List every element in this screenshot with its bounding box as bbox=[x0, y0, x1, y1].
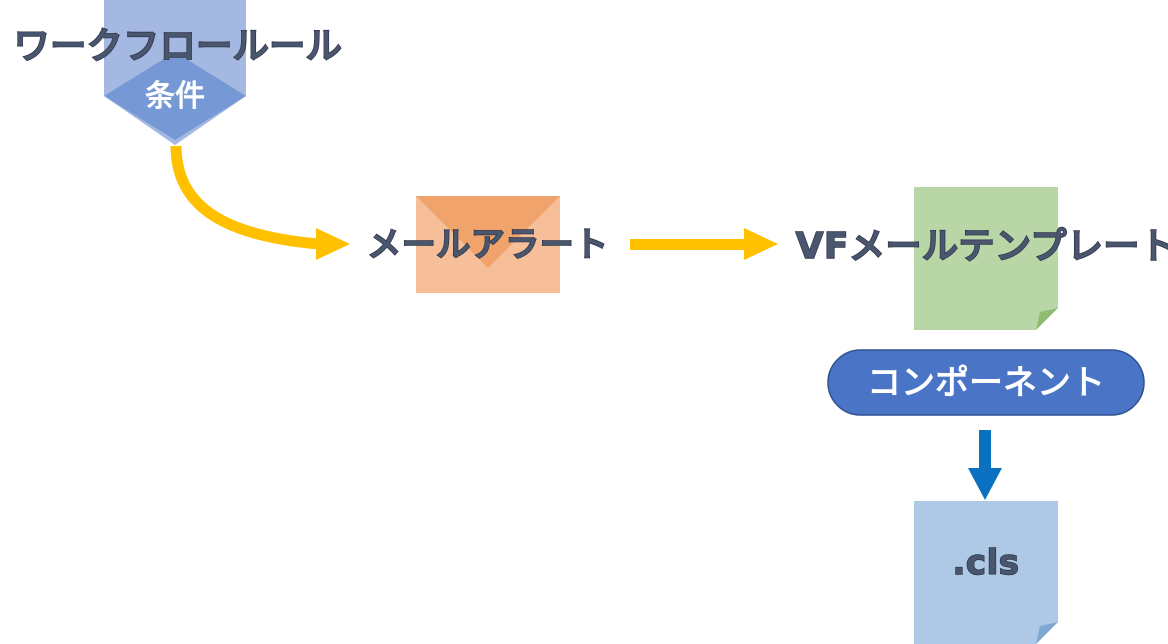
vf-template-label: VFメールテンプレート bbox=[796, 226, 1168, 267]
component-pill bbox=[827, 349, 1145, 416]
workflow-rule-label: ワークフロールール bbox=[14, 26, 343, 67]
workflow-rule-condition-label: 条件 bbox=[145, 79, 205, 114]
cls-file-node: .cls bbox=[914, 501, 1058, 644]
email-alert-label: メールアラート bbox=[367, 225, 609, 265]
vf-template-node: VFメールテンプレート bbox=[795, 187, 1168, 330]
alert-to-template-arrow bbox=[630, 228, 778, 260]
cls-page bbox=[914, 501, 1058, 644]
component-to-cls-arrow bbox=[968, 430, 1002, 500]
component-label: コンポーネント bbox=[867, 363, 1105, 403]
workflow-to-alert-arrow bbox=[170, 145, 350, 260]
envelope-flap bbox=[416, 196, 560, 268]
workflow-rule-chevron bbox=[104, 52, 246, 140]
component-node: コンポーネント bbox=[827, 349, 1145, 416]
template-page bbox=[914, 187, 1058, 330]
template-page-fold bbox=[1036, 308, 1058, 330]
cls-file-label: .cls bbox=[953, 543, 1020, 583]
cls-page-fold bbox=[1036, 622, 1058, 644]
email-alert-node: メールアラート bbox=[367, 196, 609, 293]
workflow-rule-node: ワークフロールール 条件 bbox=[13, 0, 343, 145]
